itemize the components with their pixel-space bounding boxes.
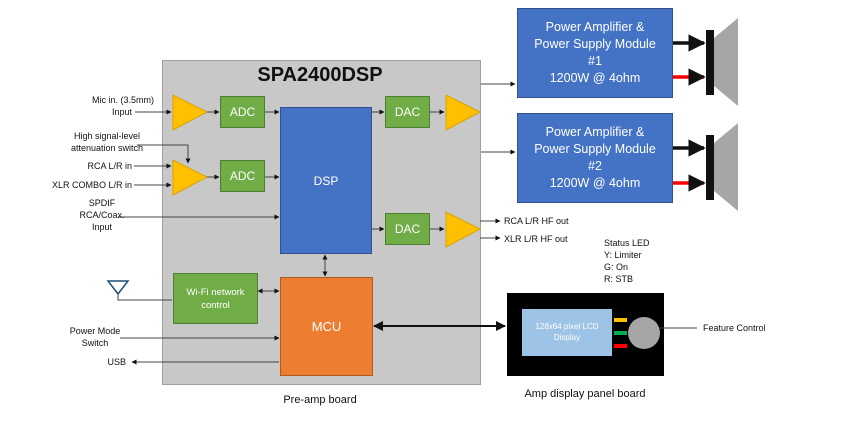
rca-hf-out-label: RCA L/R HF out xyxy=(504,216,569,226)
mcu-block: MCU xyxy=(280,277,373,376)
label-line: attenuation switch xyxy=(70,143,144,153)
module-line: #1 xyxy=(588,54,602,68)
feature-control-knob xyxy=(628,317,660,349)
xlr-hf-out-label: XLR L/R HF out xyxy=(504,234,568,244)
label-line: Switch xyxy=(81,338,109,348)
lcd-display xyxy=(522,309,612,356)
dac1-amp-triangle xyxy=(445,94,482,131)
module-line: 1200W @ 4ohm xyxy=(549,176,641,190)
label-line: High signal-level xyxy=(73,131,141,141)
spdif-input-label: SPDIF RCA/Coax. Input xyxy=(60,197,144,233)
line-preamp-triangle xyxy=(172,159,209,196)
label-line: SPDIF xyxy=(88,198,116,208)
dsp-block: DSP xyxy=(280,107,372,254)
led-green xyxy=(614,331,627,335)
legend-line: R: STB xyxy=(604,274,634,284)
preamp-board-label: Pre-amp board xyxy=(283,394,357,406)
module-line: Power Supply Module xyxy=(534,37,656,51)
dac-block-1: DAC xyxy=(385,96,430,128)
module-line: 1200W @ 4ohm xyxy=(549,71,641,85)
rca-input-label: RCA L/R in xyxy=(87,161,132,171)
speaker-icon-2 xyxy=(706,123,738,211)
adc-block-1: ADC xyxy=(220,96,265,128)
dac2-amp-triangle xyxy=(445,211,482,248)
label-line: RCA/Coax. xyxy=(79,210,125,220)
feature-control-label: Feature Control xyxy=(703,323,766,333)
label-line: Input xyxy=(91,222,113,232)
status-led-legend: Status LED Y: Limiter G: On R: STB xyxy=(604,237,650,285)
dac-block-2: DAC xyxy=(385,213,430,245)
antenna-icon xyxy=(106,280,130,296)
power-mode-switch-label: Power Mode Switch xyxy=(62,325,128,349)
display-panel-label: Amp display panel board xyxy=(524,388,646,400)
power-amp-module-1: Power Amplifier & Power Supply Module #1… xyxy=(517,8,673,98)
label-line: Power Mode xyxy=(69,326,121,336)
board-title: SPA2400DSP xyxy=(257,64,383,86)
legend-line: G: On xyxy=(604,262,629,272)
legend-line: Status LED xyxy=(604,238,650,248)
label-line: Mic in. (3.5mm) xyxy=(91,95,154,105)
legend-line: Y: Limiter xyxy=(604,250,642,260)
speaker-icon-1 xyxy=(706,18,738,106)
adc-block-2: ADC xyxy=(220,160,265,192)
led-red xyxy=(614,344,627,348)
led-yellow xyxy=(614,318,627,322)
lcd-label: 128x64 pixel LCD Display xyxy=(535,322,599,342)
usb-label: USB xyxy=(107,357,126,367)
mic-input-label: Mic in. (3.5mm) Input xyxy=(50,94,154,118)
module-line: Power Amplifier & xyxy=(545,125,645,139)
label-line: Input xyxy=(111,107,132,117)
module-line: Power Supply Module xyxy=(534,142,656,156)
power-amp-module-2: Power Amplifier & Power Supply Module #2… xyxy=(517,113,673,203)
module-line: #2 xyxy=(588,159,602,173)
mic-preamp-triangle xyxy=(172,94,209,131)
high-level-switch-label: High signal-level attenuation switch xyxy=(52,130,162,154)
wifi-control-block: Wi-Fi network control xyxy=(173,273,258,324)
module-line: Power Amplifier & xyxy=(545,20,645,34)
xlr-input-label: XLR COMBO L/R in xyxy=(51,180,132,190)
